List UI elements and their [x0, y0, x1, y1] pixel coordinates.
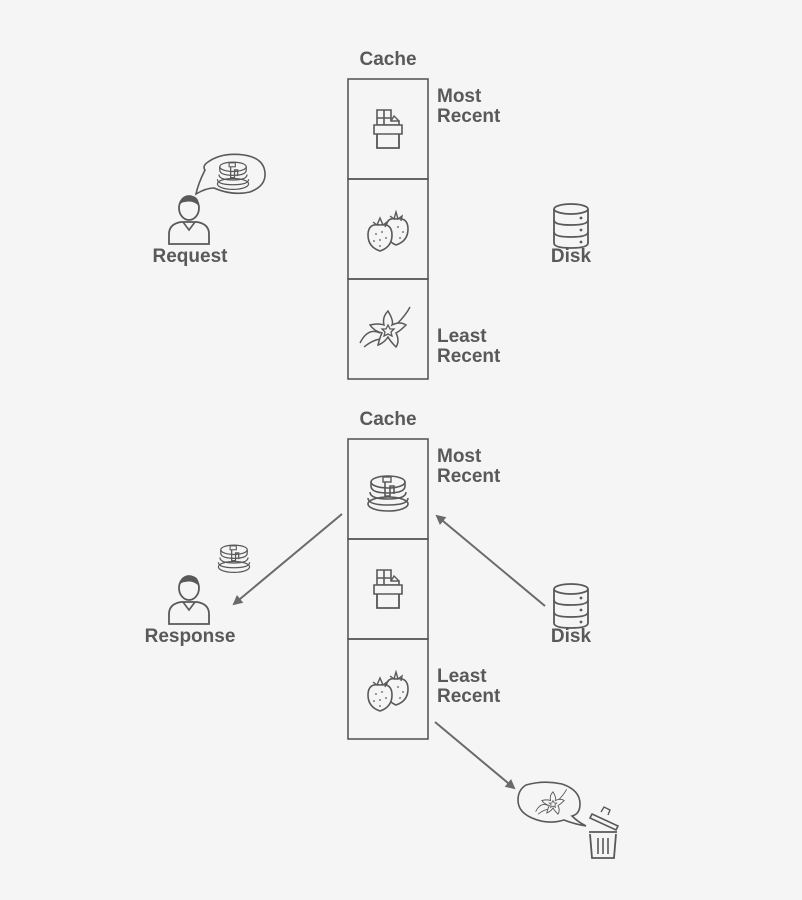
- chocolate-icon: [373, 569, 403, 609]
- pancake-icon: [367, 475, 409, 512]
- response-label: Response: [144, 626, 236, 647]
- least-recent-label: Least Recent: [437, 326, 501, 367]
- most-recent-label: Most Recent: [437, 446, 501, 487]
- disk-load-arrow: [435, 514, 546, 607]
- vanilla-flower-icon: [359, 306, 411, 348]
- request-speech-bubble: [194, 153, 266, 196]
- disk-label: Disk: [550, 626, 592, 647]
- strawberry-icon: [367, 671, 409, 712]
- response-arrow: [232, 513, 343, 606]
- trash-icon: [588, 806, 620, 859]
- disk-icon: [553, 203, 589, 249]
- person-icon: [168, 194, 210, 245]
- pancake-icon: [216, 161, 250, 191]
- disk-label: Disk: [550, 246, 592, 267]
- cache-slot-3: [347, 638, 429, 740]
- strawberry-icon: [367, 211, 409, 252]
- pancake-icon: [217, 544, 251, 574]
- bottom-cache-column: [347, 438, 429, 740]
- chocolate-icon: [373, 109, 403, 149]
- eviction-arrow: [434, 721, 516, 790]
- evicted-speech-bubble: [517, 781, 587, 827]
- least-recent-label: Least Recent: [437, 666, 501, 707]
- cache-slot-3: [347, 278, 429, 380]
- disk-icon: [553, 583, 589, 629]
- cache-title: Cache: [359, 409, 417, 430]
- vanilla-flower-icon: [535, 788, 568, 815]
- request-label: Request: [152, 246, 228, 267]
- top-cache-column: [347, 78, 429, 380]
- cache-title: Cache: [359, 49, 417, 70]
- cache-slot-1: [347, 438, 429, 540]
- person-icon: [168, 574, 210, 625]
- most-recent-label: Most Recent: [437, 86, 501, 127]
